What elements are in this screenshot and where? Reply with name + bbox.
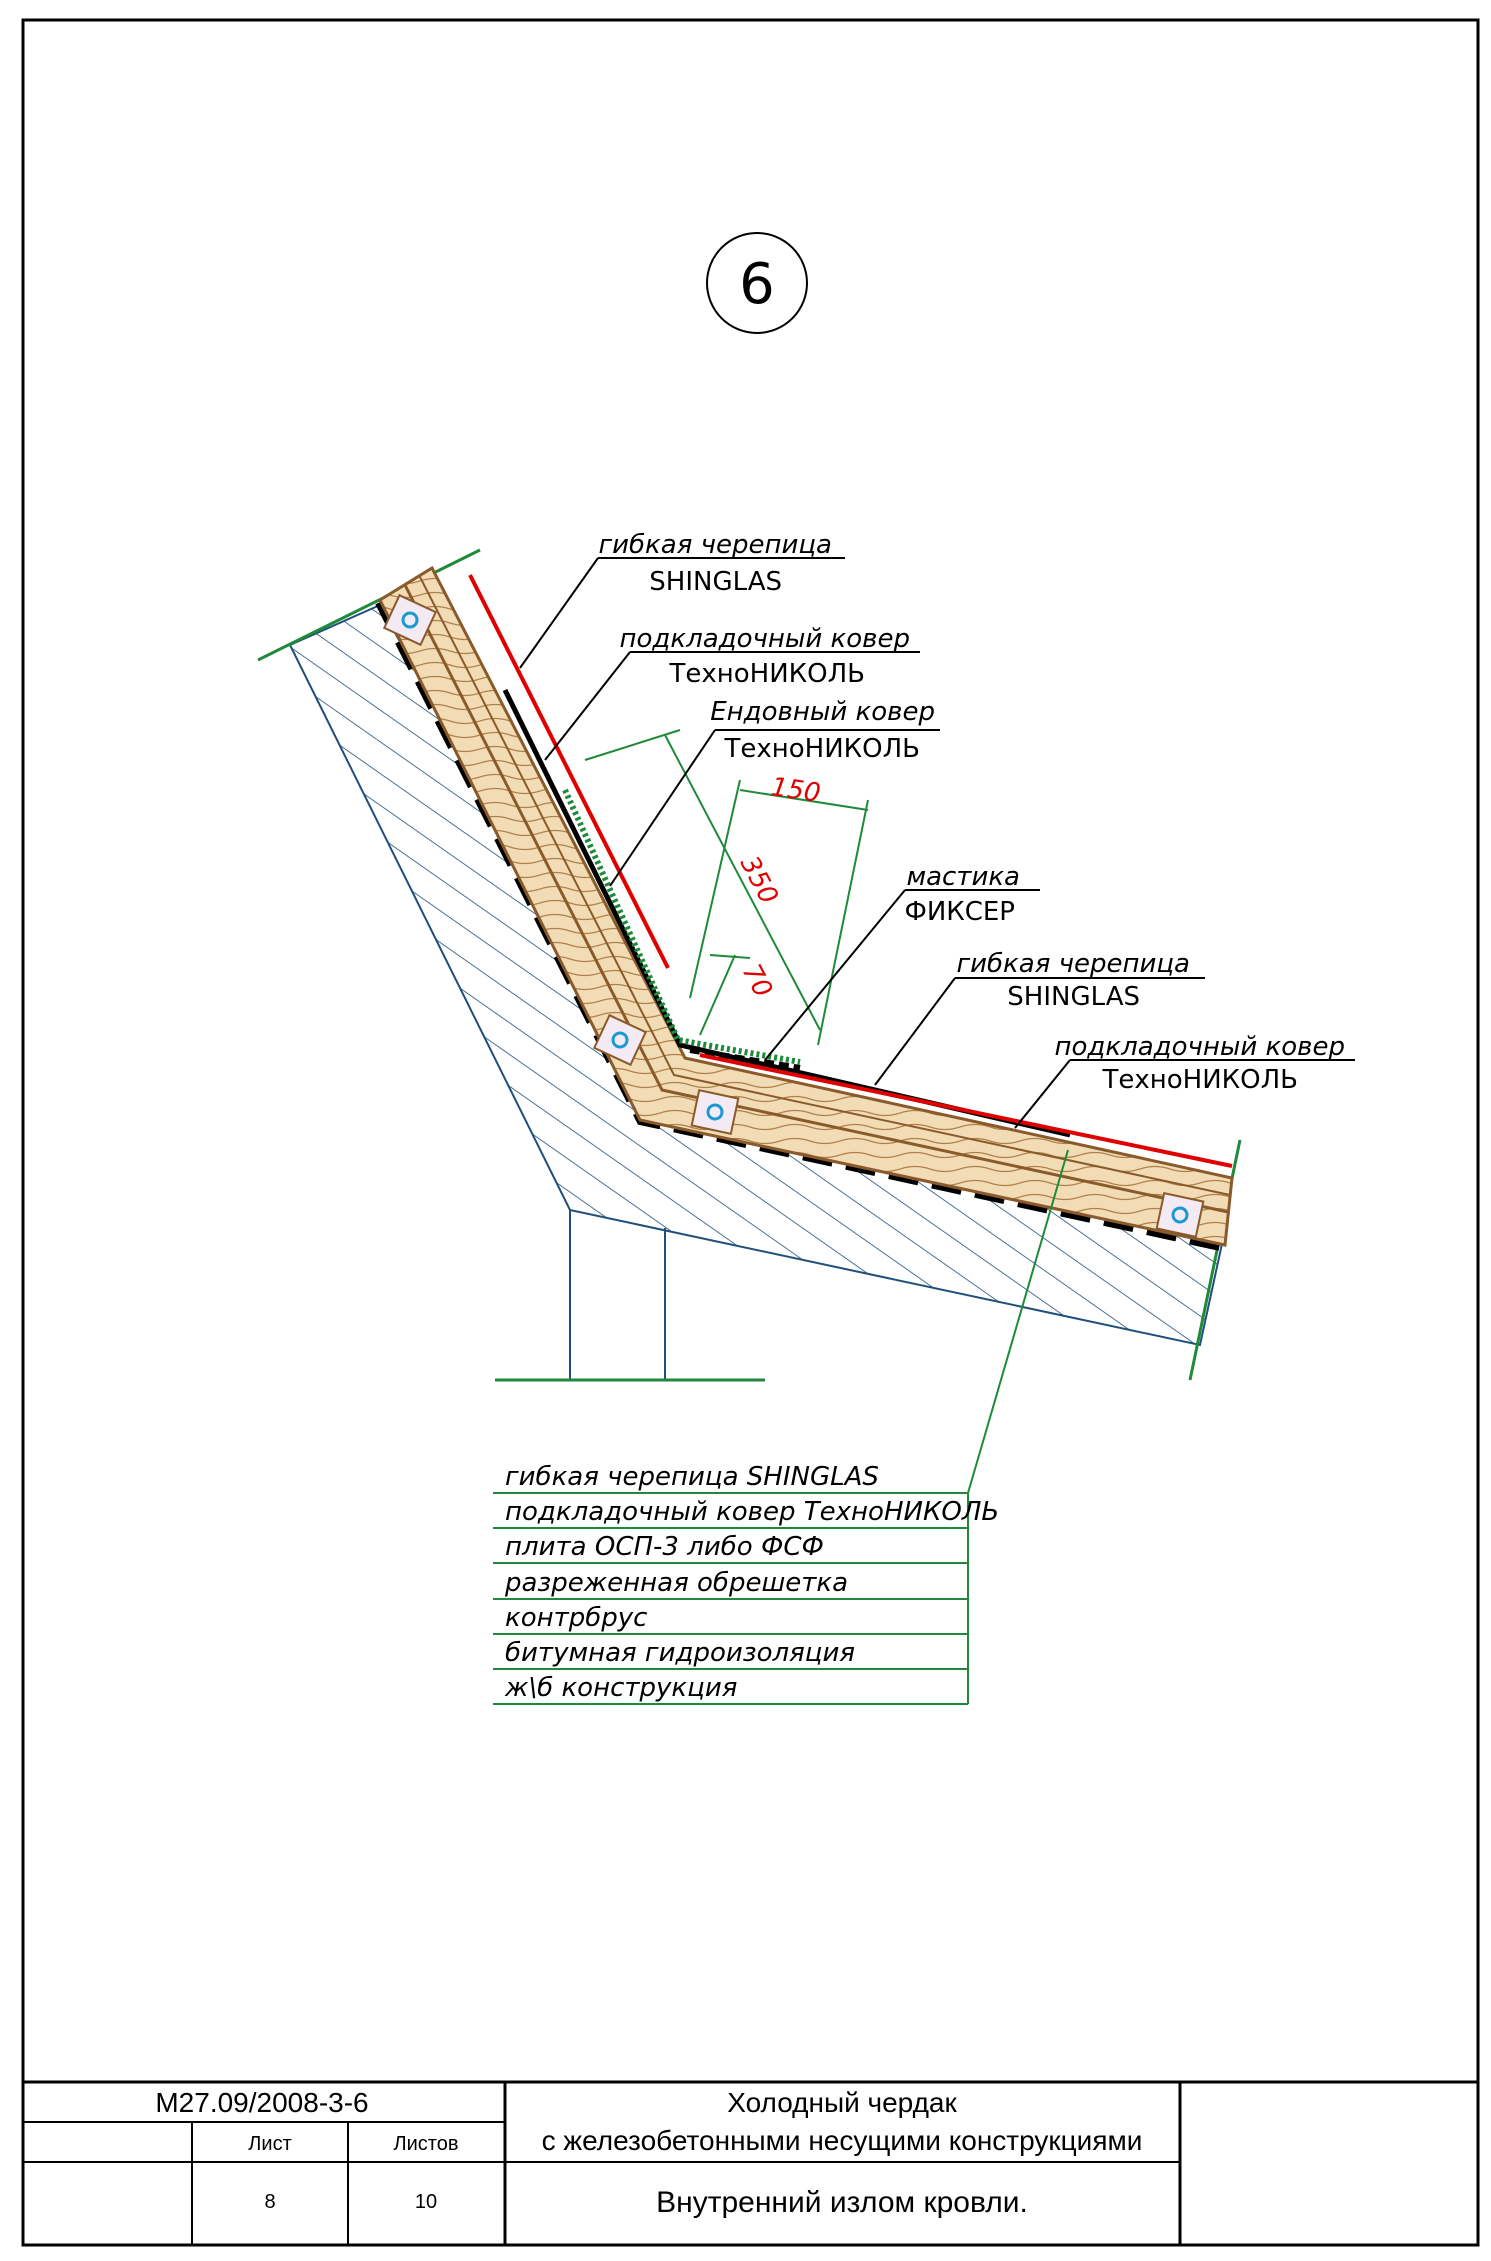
callout-5-line1: гибкая черепица — [956, 949, 1190, 979]
legend-layer-6: битумная гидроизоляция — [505, 1638, 855, 1668]
callout-5-line2: SHINGLAS — [1007, 982, 1140, 1012]
callout-4-line2: ФИКСЕР — [904, 897, 1015, 927]
legend-layer-7: ж\б конструкция — [504, 1673, 737, 1703]
title-block: М27.09/2008-3-6 Лист Листов 8 10 Холодны… — [21, 2080, 1480, 2247]
callout-texts: гибкая черепица SHINGLAS подкладочный ко… — [598, 530, 1345, 1095]
callout-1-line2: SHINGLAS — [649, 567, 782, 597]
callout-1-line1: гибкая черепица — [598, 530, 832, 560]
title-line-1: Холодный чердак — [727, 2087, 957, 2118]
detail-subtitle: Внутренний излом кровли. — [656, 2186, 1028, 2219]
callout-4-line1: мастика — [906, 862, 1020, 892]
layer-legend: гибкая черепица SHINGLAS подкладочный ко… — [493, 1149, 1069, 1705]
legend-layer-5: контрбрус — [505, 1603, 647, 1633]
sheets-count: 10 — [415, 2191, 437, 2213]
legend-layer-1: гибкая черепица SHINGLAS — [505, 1462, 879, 1492]
callout-2-line1: подкладочный ковер — [619, 624, 910, 654]
sheet-number: 8 — [264, 2191, 275, 2213]
detail-number: 6 — [739, 252, 775, 317]
legend-layer-2: подкладочный ковер ТехноНИКОЛЬ — [505, 1497, 999, 1527]
detail-number-marker: 6 — [706, 232, 808, 334]
dimension-150: 150 — [769, 772, 822, 809]
shingles-left-slope — [468, 574, 670, 969]
shingles-right-slope — [699, 1053, 1233, 1168]
bitumen-waterproofing-layer — [375, 601, 1221, 1251]
sheets-label: Листов — [394, 2133, 459, 2155]
callout-3-line1: Ендовный ковер — [710, 697, 935, 727]
callout-6-line2: ТехноНИКОЛЬ — [1102, 1065, 1298, 1095]
dimension-70: 70 — [736, 959, 778, 1002]
callout-6-line1: подкладочный ковер — [1054, 1032, 1345, 1062]
valley-carpet-layer — [562, 788, 801, 1065]
legend-layer-4: разреженная обрешетка — [504, 1568, 848, 1598]
drawing-code: М27.09/2008-3-6 — [155, 2087, 368, 2118]
timber-layers — [378, 565, 1234, 1247]
callout-leaders — [519, 557, 1355, 1129]
callout-2-line2: ТехноНИКОЛЬ — [669, 659, 865, 689]
mastic-strip — [689, 1047, 801, 1071]
legend-layer-3: плита ОСП-3 либо ФСФ — [505, 1532, 824, 1562]
title-line-2: с железобетонными несущими конструкциями — [542, 2125, 1143, 2156]
sheet-label: Лист — [248, 2133, 291, 2155]
counter-batten-blocks — [382, 593, 1205, 1238]
dimension-lines — [584, 729, 869, 1046]
callout-3-line2: ТехноНИКОЛЬ — [724, 734, 920, 764]
